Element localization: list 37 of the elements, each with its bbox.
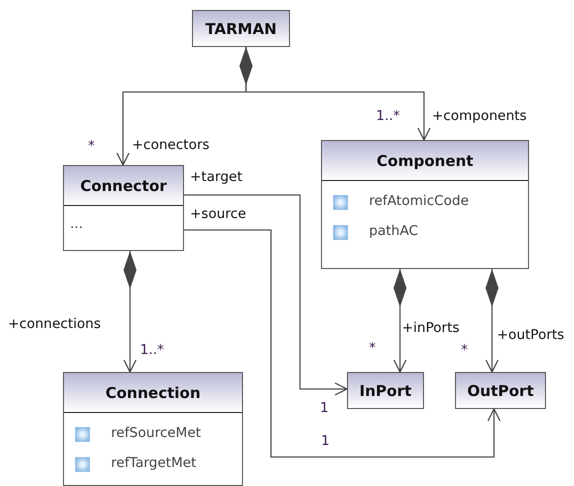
- role-label: +components: [432, 110, 527, 124]
- attribute-text: refAtomicCode: [369, 193, 469, 209]
- role-label: +conectors: [132, 139, 210, 152]
- multiplicity-label: *: [369, 342, 376, 356]
- class-name: Connection: [105, 384, 201, 402]
- role-label: +connections: [8, 318, 101, 332]
- composition-arrow: [485, 269, 499, 373]
- attribute-text: ...: [70, 216, 83, 232]
- multiplicity-label: *: [461, 344, 468, 358]
- class-box: [347, 372, 424, 409]
- class-box: [63, 165, 184, 251]
- class-name: InPort: [359, 382, 412, 400]
- multiplicity-label: 1: [321, 435, 330, 448]
- role-label: +outPorts: [497, 329, 564, 342]
- composition-arrow: [393, 269, 407, 373]
- association-arrow: [184, 229, 501, 458]
- class-box: [63, 372, 243, 486]
- class-name: Connector: [80, 176, 167, 194]
- role-label: +target: [190, 171, 242, 184]
- multiplicity-label: 1..*: [376, 110, 400, 124]
- role-label: +inPorts: [402, 322, 460, 336]
- multiplicity-label: *: [88, 140, 95, 154]
- multiplicity-label: 1..*: [140, 344, 164, 358]
- attribute-text: pathAC: [369, 223, 418, 239]
- multiplicity-label: 1: [320, 402, 329, 416]
- class-box: [455, 372, 546, 409]
- composition-arrow: [240, 47, 431, 141]
- class-box: [192, 10, 290, 47]
- attribute-text: refSourceMet: [111, 425, 201, 441]
- class-name: Component: [376, 152, 474, 170]
- association-arrow: [184, 194, 348, 396]
- composition-arrow: [123, 251, 137, 373]
- attribute-text: refTargetMet: [111, 455, 196, 471]
- class-name: OutPort: [467, 382, 534, 400]
- class-box: [321, 140, 529, 269]
- role-label: +source: [190, 208, 246, 222]
- class-name: TARMAN: [205, 20, 277, 38]
